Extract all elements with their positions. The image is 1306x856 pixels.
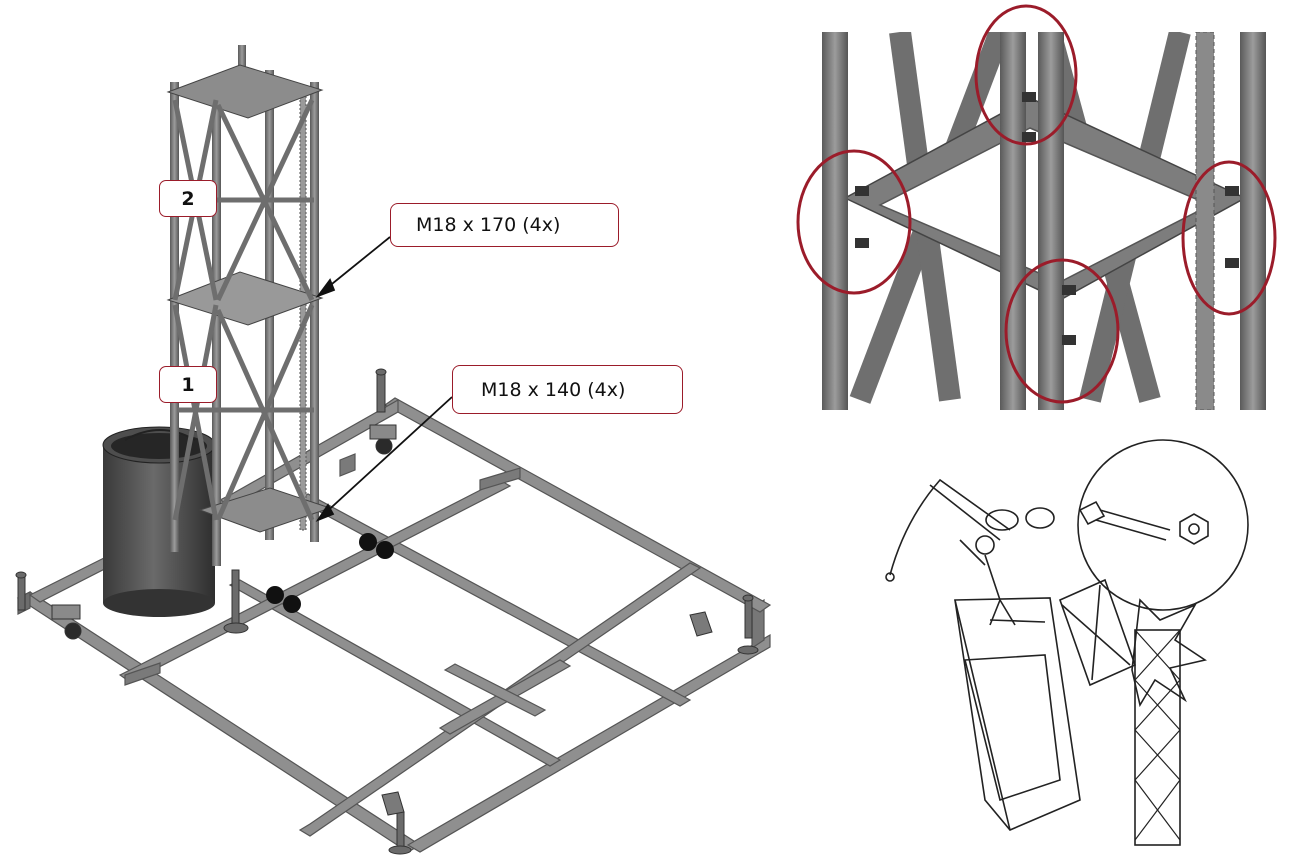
- callout-arrows: [315, 236, 453, 522]
- bolt-spec-lower: M18 x 140 (4x): [452, 365, 683, 414]
- leveling-feet: [15, 368, 759, 855]
- bolt-spec-upper: M18 x 170 (4x): [390, 203, 619, 247]
- ballast-weights: [266, 533, 394, 613]
- bolt-spec-lower-text: M18 x 140 (4x): [481, 378, 626, 401]
- highlight-circles: [796, 4, 1277, 404]
- bolt-spec-upper-text: M18 x 170 (4x): [416, 214, 561, 236]
- mast-tower: [166, 45, 332, 566]
- step-1-badge: 1: [159, 366, 217, 403]
- step-2-badge: 2: [159, 180, 217, 217]
